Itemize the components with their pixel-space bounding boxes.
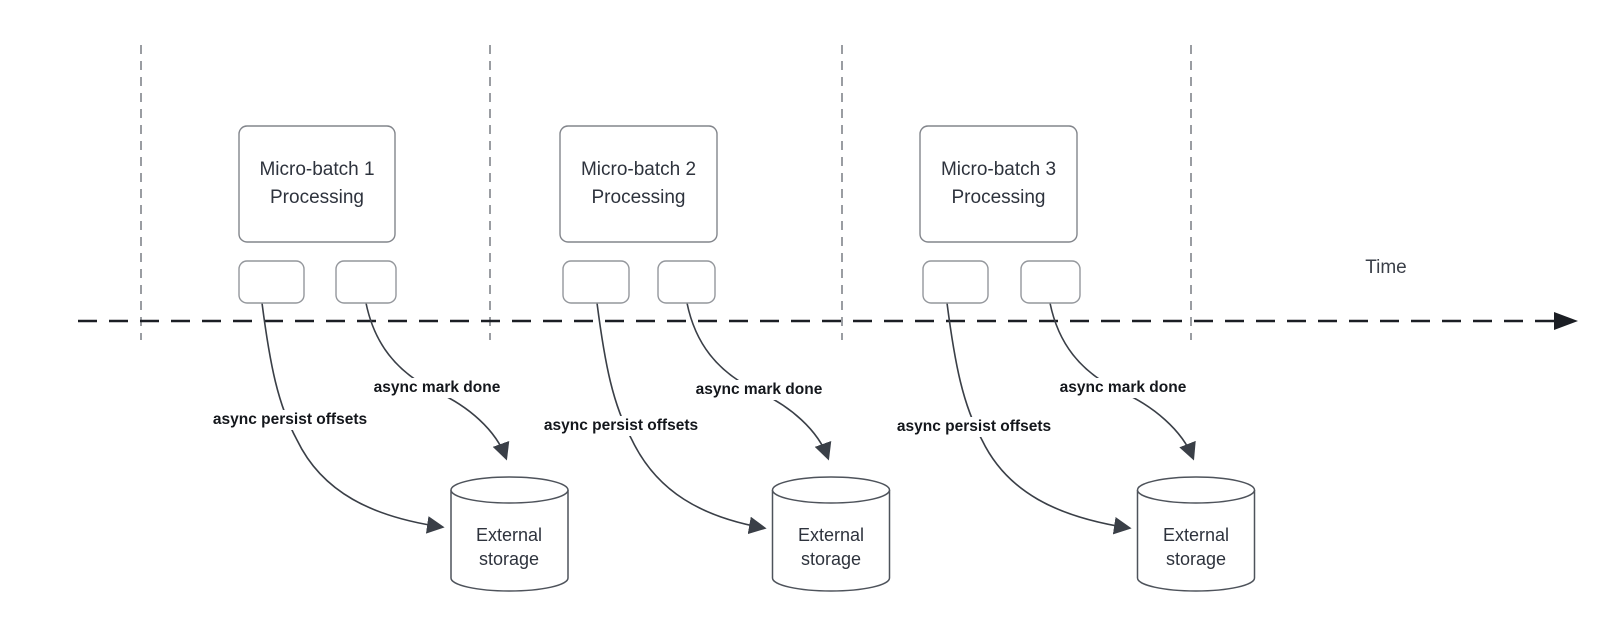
persist-offsets-label-2: async persist offsets xyxy=(539,416,703,436)
micro-batch-2-title-line2: Processing xyxy=(591,187,686,208)
micro-batch-3-box xyxy=(919,125,1078,243)
batch-group-2 xyxy=(559,125,891,592)
micro-batch-3-title-line2: Processing xyxy=(951,187,1046,208)
batch-1-task-box-right xyxy=(335,260,397,304)
persist-offsets-label-3: async persist offsets xyxy=(892,417,1056,437)
mark-done-label-2: async mark done xyxy=(691,380,827,400)
persist-offsets-label-1: async persist offsets xyxy=(208,410,372,430)
micro-batch-1-label: Micro-batch 1 Processing xyxy=(239,126,395,242)
external-storage-cylinder-3-body xyxy=(1136,490,1256,592)
micro-batch-3-title-line1: Micro-batch 3 xyxy=(940,159,1057,180)
batch-2-task-box-left xyxy=(562,260,630,304)
external-storage-2-label: External storage xyxy=(798,523,864,571)
batch-group-1 xyxy=(238,125,569,592)
micro-batch-2-title-line1: Micro-batch 2 xyxy=(580,159,697,180)
batch-group-3 xyxy=(919,125,1256,592)
mark-done-label-3: async mark done xyxy=(1055,378,1191,398)
external-storage-cylinder-2-body xyxy=(771,490,891,592)
external-storage-1-line1: External xyxy=(475,525,543,545)
external-storage-2-line2: storage xyxy=(800,549,862,569)
time-axis-arrowhead xyxy=(1554,312,1578,330)
batch-3-task-box-left xyxy=(922,260,989,304)
mark-done-label-1: async mark done xyxy=(369,378,505,398)
micro-batch-2-label: Micro-batch 2 Processing xyxy=(560,126,717,242)
batch-3-task-box-right xyxy=(1020,260,1081,304)
micro-batch-1-title-line2: Processing xyxy=(270,187,364,208)
external-storage-cylinder-1-body xyxy=(450,490,569,592)
time-axis-label: Time xyxy=(1365,257,1407,278)
external-storage-3-line2: storage xyxy=(1165,549,1227,569)
external-storage-1-label: External storage xyxy=(476,523,542,571)
external-storage-cylinder-1-top xyxy=(450,476,569,504)
external-storage-3-line1: External xyxy=(1162,525,1230,545)
external-storage-cylinder-3-top xyxy=(1136,476,1256,504)
persist-offsets-arrow-2 xyxy=(596,302,767,535)
batch-2-task-box-right xyxy=(657,260,716,304)
micro-batch-1-box xyxy=(238,125,396,243)
micro-batch-3-label: Micro-batch 3 Processing xyxy=(920,126,1077,242)
persist-offsets-arrow-3 xyxy=(946,302,1132,535)
batch-1-task-box-left xyxy=(238,260,305,304)
micro-batch-2-box xyxy=(559,125,718,243)
external-storage-3-label: External storage xyxy=(1163,523,1229,571)
micro-batch-1-title-line1: Micro-batch 1 xyxy=(259,159,375,180)
persist-offsets-arrow-1 xyxy=(261,302,445,534)
external-storage-1-line2: storage xyxy=(478,549,540,569)
external-storage-cylinder-2-top xyxy=(771,476,891,504)
external-storage-2-line1: External xyxy=(797,525,865,545)
